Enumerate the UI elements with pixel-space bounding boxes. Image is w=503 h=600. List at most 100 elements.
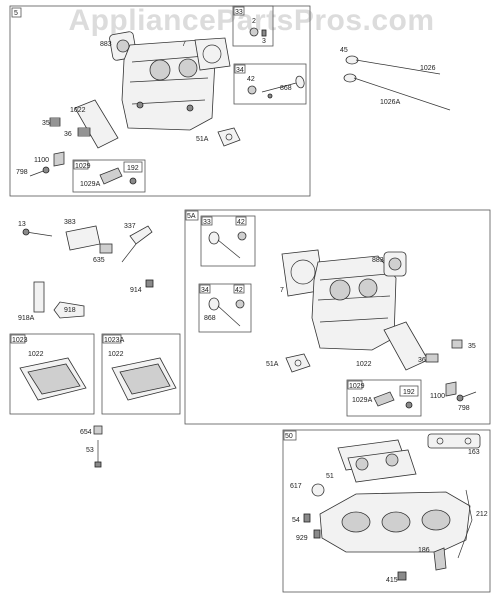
screw-798-head — [42, 166, 50, 174]
head-b-port-2 — [358, 278, 378, 298]
group-50-tag — [283, 430, 297, 441]
group-5a-tag — [185, 210, 199, 221]
valve-cover-1022-top — [27, 363, 81, 395]
label-798: 798 — [16, 169, 28, 176]
gasket-163 — [427, 433, 481, 449]
valve-cap-3 — [261, 29, 267, 37]
label-51-c: 51 — [326, 473, 334, 480]
group-50-number: 50 — [285, 433, 293, 440]
intake-gasket-51-port-1 — [355, 457, 369, 471]
valve-seal-b — [237, 231, 247, 241]
exhaust-gasket-51a-b — [285, 353, 311, 373]
label-35-b: 35 — [468, 343, 476, 350]
box-192-frame — [123, 161, 143, 173]
label-7-b: 7 — [280, 287, 284, 294]
label-51a-b: 51A — [266, 361, 279, 368]
valve-keeper — [249, 27, 259, 37]
head-bolt-2 — [186, 104, 194, 112]
label-36-b: 36 — [418, 357, 426, 364]
cylinder-head-b — [311, 255, 397, 351]
plug-654 — [93, 425, 103, 435]
box-192-number: 192 — [127, 165, 139, 172]
gasket-883b-port — [388, 257, 402, 271]
nut-192b — [405, 401, 413, 409]
group-5-tag — [11, 7, 22, 18]
spring-35b — [451, 339, 463, 349]
label-918a: 918A — [18, 315, 35, 322]
oil-drain-parts: 654 53 — [80, 425, 103, 468]
label-617: 617 — [290, 483, 302, 490]
head-port-1 — [149, 59, 171, 81]
box-1023-frame — [9, 333, 95, 415]
label-1022: 1022 — [70, 107, 86, 114]
manifold-runner-3 — [421, 509, 451, 531]
box-42c-tag — [233, 284, 245, 294]
spring-36b — [425, 353, 439, 363]
label-1022-b: 1022 — [28, 351, 44, 358]
valve-stem-c — [217, 305, 241, 327]
label-186: 186 — [418, 547, 430, 554]
label-883-b: 883 — [372, 257, 384, 264]
head-gasket-7 — [194, 37, 231, 71]
group-5-frame — [9, 5, 311, 197]
screw-798b-head — [456, 394, 464, 402]
label-1022-c: 1022 — [108, 351, 124, 358]
gasket-883-port — [116, 39, 130, 53]
fitting-635 — [99, 243, 113, 254]
label-929: 929 — [296, 535, 308, 542]
group-5-cylinder-head: 5 883 7 33 2 3 34 42 868 — [9, 5, 311, 197]
label-36: 36 — [64, 131, 72, 138]
rocker-arm-b — [373, 391, 395, 407]
valve-stem-b — [217, 239, 241, 259]
valves-group: 45 1026 1026A — [340, 47, 451, 111]
dipstick-53-tip — [94, 461, 102, 468]
valve-lock-868 — [267, 93, 273, 99]
group-1023-cover: 1023 1022 — [9, 333, 95, 415]
spring-35-coils — [50, 119, 60, 125]
label-1100: 1100 — [34, 157, 49, 164]
exhaust-gasket-51a — [217, 127, 241, 147]
box-42b-tag — [235, 216, 247, 226]
label-868-b: 868 — [204, 315, 216, 322]
box-1029-frame — [72, 159, 146, 193]
intake-gasket-51-port-2 — [385, 453, 399, 467]
bracket-1100 — [53, 151, 65, 167]
valve-1026a-stem — [353, 77, 451, 111]
label-45: 45 — [340, 47, 348, 54]
label-53: 53 — [86, 447, 94, 454]
box-33b-tag — [201, 216, 213, 226]
group-5-number: 5 — [14, 10, 18, 17]
label-51a: 51A — [196, 136, 209, 143]
label-415: 415 — [386, 577, 398, 584]
box-42b-number: 42 — [237, 219, 245, 226]
box-192b-number: 192 — [403, 389, 415, 396]
head-b-port-1 — [329, 279, 351, 301]
fitting-186 — [433, 547, 447, 571]
box-1023a-number: 1023A — [104, 337, 125, 344]
label-798-b: 798 — [458, 405, 470, 412]
screw-914 — [145, 279, 154, 288]
label-1100-b: 1100 — [430, 393, 445, 400]
group-5a-cylinder-head: 5A 33 42 34 42 868 7 883 — [184, 209, 491, 425]
label-1029a-b: 1029A — [352, 397, 373, 404]
box-34-tag — [234, 64, 246, 74]
head-port-2 — [178, 58, 198, 78]
label-212: 212 — [476, 511, 488, 518]
cylinder-head-b-fins — [317, 273, 391, 323]
loose-parts: 13 383 337 635 914 918A 918 — [18, 219, 154, 322]
box-1029b-tag — [347, 380, 363, 390]
box-33b-frame — [200, 215, 256, 267]
box-1023-number: 1023 — [12, 337, 28, 344]
screw-54 — [303, 513, 311, 523]
box-192b-frame — [399, 385, 419, 397]
manifold-runner-2 — [381, 511, 411, 533]
box-1023a-frame — [101, 333, 181, 415]
group-5a-number: 5A — [187, 213, 196, 220]
label-914: 914 — [130, 287, 142, 294]
box-33-frame — [232, 5, 274, 47]
box-1029-number: 1029 — [75, 163, 91, 170]
valve-seal-c — [235, 299, 245, 309]
valve-head-b — [208, 231, 220, 245]
label-883: 883 — [100, 41, 112, 48]
